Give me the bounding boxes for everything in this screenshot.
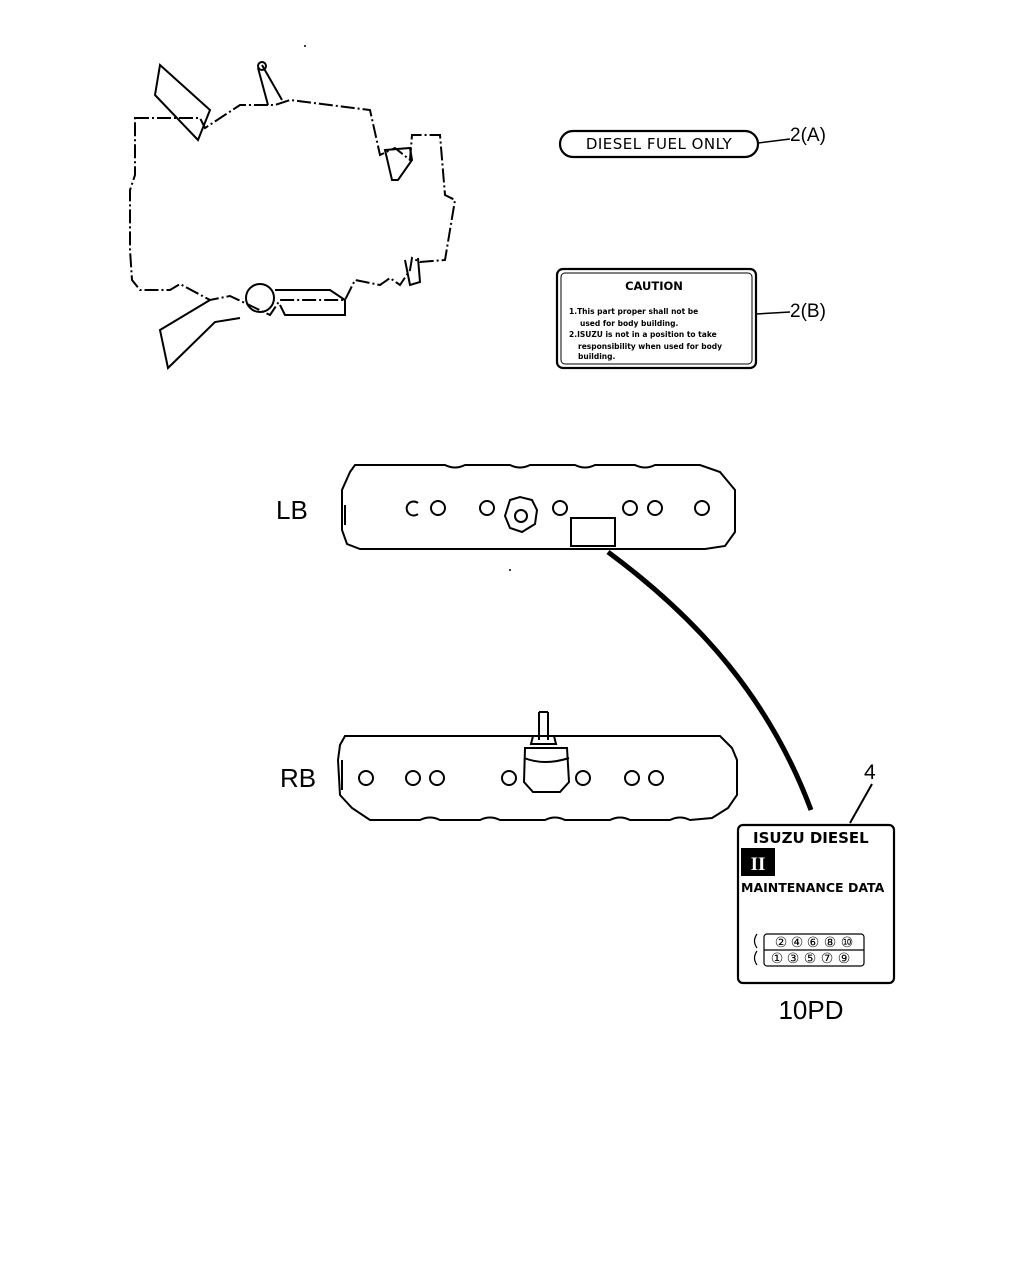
cylinder-bottom-5: ⑨ bbox=[838, 951, 851, 967]
decal-diesel-fuel-only: DIESEL FUEL ONLY bbox=[558, 129, 760, 159]
isuzu-logo-glyph: II bbox=[751, 854, 766, 875]
caution-line-5: building. bbox=[578, 352, 615, 361]
callout-4: 4 bbox=[864, 761, 876, 784]
cylinder-top-1: ② bbox=[775, 935, 788, 951]
caution-line-4: responsibility when used for body bbox=[578, 342, 722, 351]
cylinder-bottom-1: ① bbox=[771, 951, 784, 967]
cylinder-top-5: ⑩ bbox=[841, 935, 854, 951]
caution-line-1: 1.This part proper shall not be bbox=[569, 307, 698, 316]
dot-mark bbox=[509, 569, 511, 571]
maintenance-plate-location bbox=[570, 517, 616, 547]
left-bank-label: LB bbox=[276, 495, 308, 525]
breather-fitting bbox=[522, 711, 571, 793]
leader-line-2a bbox=[757, 138, 791, 144]
caution-line-2: used for body building. bbox=[580, 319, 678, 328]
caution-line-3: 2.ISUZU is not in a position to take bbox=[569, 330, 717, 339]
callout-2b: 2(B) bbox=[790, 301, 826, 322]
decal-caution: CAUTION 1.This part proper shall not be … bbox=[555, 267, 758, 370]
isuzu-logo-icon bbox=[741, 848, 775, 876]
dot-mark-top bbox=[304, 45, 306, 47]
engine-model-label: 10PD bbox=[778, 995, 843, 1025]
plate-title: MAINTENANCE DATA bbox=[741, 880, 885, 895]
left-bank-cover bbox=[341, 464, 736, 550]
right-bank-cover bbox=[336, 735, 738, 822]
leader-line-2b bbox=[755, 311, 791, 315]
right-bank-label: RB bbox=[280, 763, 316, 793]
cylinder-bottom-3: ⑤ bbox=[804, 951, 817, 967]
cylinder-top-3: ⑥ bbox=[807, 935, 820, 951]
cylinder-bottom-4: ⑦ bbox=[821, 951, 834, 967]
engine-details bbox=[153, 61, 422, 370]
oil-filler-cap bbox=[503, 495, 539, 534]
callout-2a: 2(A) bbox=[790, 125, 826, 146]
cylinder-order-diagram bbox=[753, 933, 865, 967]
engine-outline bbox=[129, 98, 457, 317]
plate-brand: ISUZU DIESEL bbox=[753, 829, 869, 847]
cylinder-bottom-2: ③ bbox=[787, 951, 800, 967]
maintenance-data-plate: ISUZU DIESEL II MAINTENANCE DATA ② ④ ⑥ ⑧… bbox=[736, 823, 896, 985]
decal-fuel-text: DIESEL FUEL ONLY bbox=[586, 135, 733, 153]
leader-line-4 bbox=[849, 783, 873, 824]
caution-title: CAUTION bbox=[625, 279, 683, 293]
leader-curve-plate bbox=[606, 549, 814, 811]
cylinder-top-2: ④ bbox=[791, 935, 804, 951]
left-bank-bolt-holes bbox=[405, 500, 710, 517]
right-bank-bolt-holes bbox=[358, 770, 664, 786]
cylinder-top-4: ⑧ bbox=[824, 935, 837, 951]
